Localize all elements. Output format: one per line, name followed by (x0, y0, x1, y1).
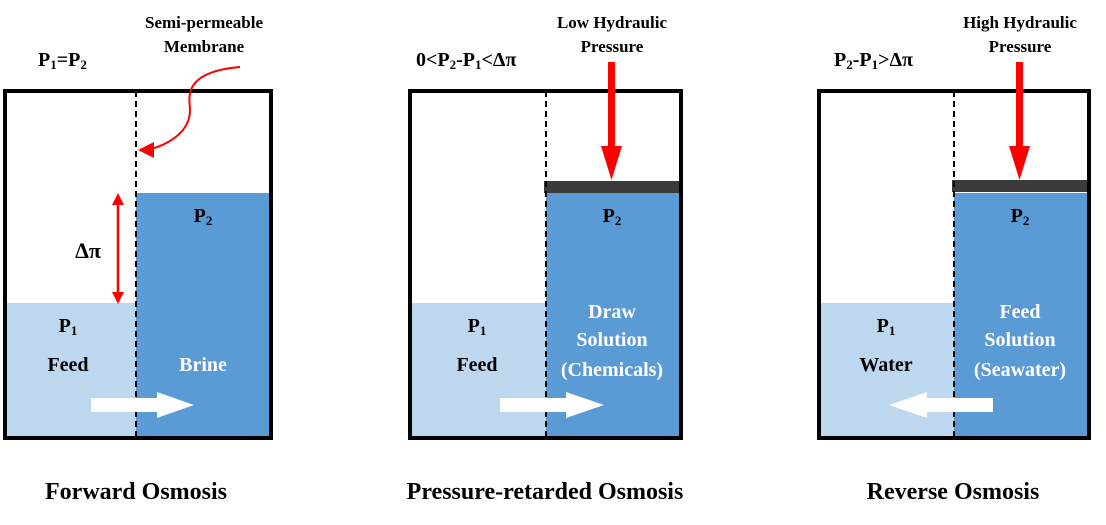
hydraulic-pressure-label-line1: Low Hydraulic (557, 13, 667, 32)
caption-reverse-osmosis: Reverse Osmosis (867, 479, 1040, 505)
feed-fill (6, 303, 136, 437)
feed-label: Feed (456, 354, 497, 376)
panel-forward-osmosis: P1=P2 Semi-permeable Membrane Δπ P2 P1 F… (3, 13, 273, 505)
delta-pi-arrow-head-bottom (112, 292, 124, 304)
water-label: Water (859, 354, 912, 376)
piston (544, 181, 680, 193)
pressure-condition: P2-P1>Δπ (834, 49, 913, 72)
membrane-label-line1: Semi-permeable (145, 13, 263, 32)
right-pressure-label: P2 (1011, 205, 1030, 228)
feed-solution-line3: (Seawater) (974, 359, 1066, 381)
left-pressure-label: P1 (877, 315, 896, 338)
flow-arrow-right (91, 392, 194, 418)
membrane-pointer-arrow (138, 66, 241, 158)
right-pressure-label: P2 (194, 205, 213, 228)
pressure-condition: 0<P2-P1<Δπ (416, 49, 516, 72)
panel-reverse-osmosis: P2-P1>Δπ High Hydraulic Pressure P2 Feed… (817, 13, 1091, 505)
draw-solution-line3: (Chemicals) (561, 359, 663, 381)
feed-solution-line2: Solution (984, 329, 1055, 351)
panel-pressure-retarded-osmosis: 0<P2-P1<Δπ Low Hydraulic Pressure P2 Dra… (407, 13, 684, 505)
pressure-arrow-head (601, 146, 622, 180)
delta-pi-label: Δπ (75, 238, 101, 263)
flow-arrow-right (500, 392, 604, 418)
water-fill (820, 303, 954, 437)
feed-solution-line1: Feed (999, 301, 1040, 323)
left-pressure-label: P1 (468, 315, 487, 338)
brine-label: Brine (179, 354, 227, 376)
left-pressure-label: P1 (59, 315, 78, 338)
right-pressure-label: P2 (603, 205, 622, 228)
feed-fill (411, 303, 546, 437)
piston (952, 180, 1088, 192)
flow-arrow-left (889, 392, 993, 418)
pressure-arrow-shaft (608, 62, 615, 150)
pressure-arrow-shaft (1016, 62, 1023, 150)
caption-pressure-retarded-osmosis: Pressure-retarded Osmosis (407, 479, 684, 505)
hydraulic-pressure-label-line2: Pressure (581, 37, 644, 56)
container-frame (3, 89, 273, 440)
caption-forward-osmosis: Forward Osmosis (45, 479, 227, 505)
feed-label: Feed (47, 354, 88, 376)
delta-pi-arrow-head-top (112, 193, 124, 205)
pressure-condition: P1=P2 (38, 49, 87, 72)
draw-solution-line2: Solution (576, 329, 647, 351)
membrane-label-line2: Membrane (164, 37, 245, 56)
pressure-arrow-head (1009, 146, 1030, 180)
feed-solution-fill (954, 193, 1088, 437)
hydraulic-pressure-label-line2: Pressure (989, 37, 1052, 56)
hydraulic-pressure-label-line1: High Hydraulic (963, 13, 1077, 32)
draw-solution-line1: Draw (588, 301, 636, 323)
